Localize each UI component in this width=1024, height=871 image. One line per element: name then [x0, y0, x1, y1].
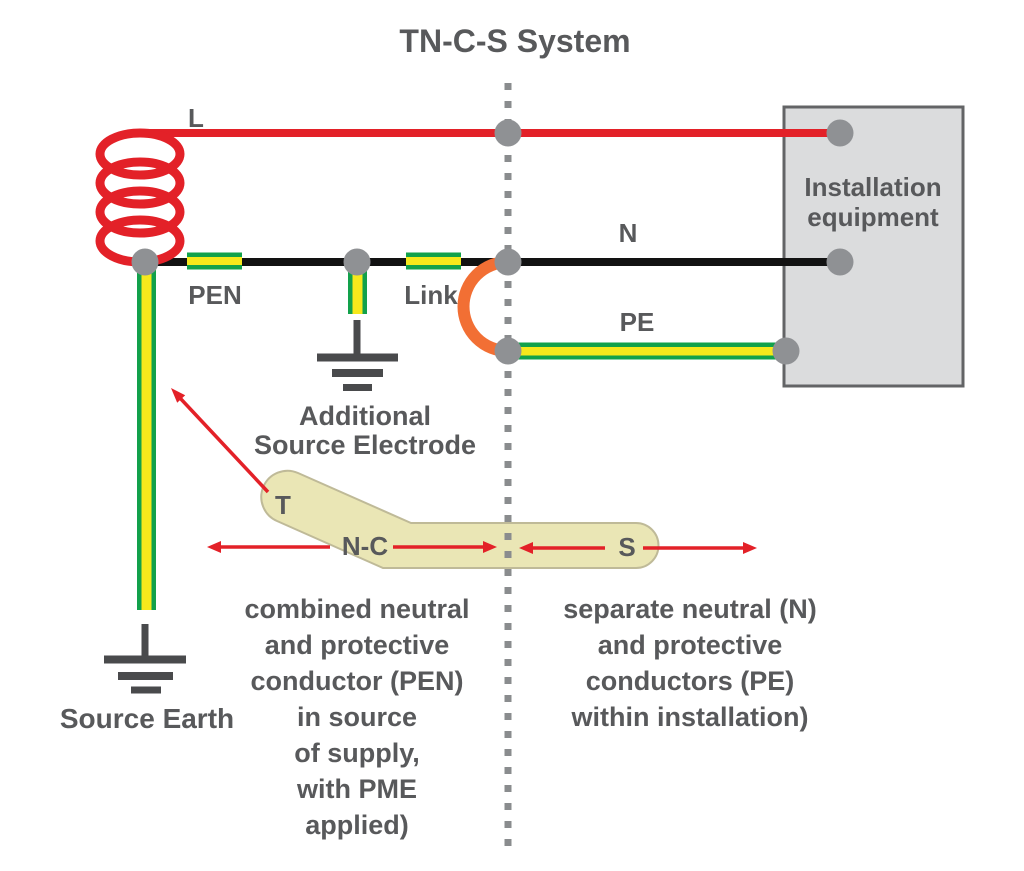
- s-range-arrow-right: [643, 542, 757, 554]
- s-note-line: separate neutral (N): [563, 594, 817, 624]
- additional-electrode-line1: Additional: [299, 401, 431, 431]
- n-pe-link-loop: [457, 256, 509, 357]
- source-earth-conductor: [137, 258, 156, 610]
- nc-range-arrow-left: [207, 541, 330, 553]
- nc-range-arrow-right: [393, 541, 497, 553]
- installation-equipment-line1: Installation: [804, 172, 942, 202]
- l-conductor-label: L: [188, 103, 204, 133]
- node-pe-equipment: [772, 337, 800, 365]
- s-region-label: S: [618, 532, 636, 562]
- node-l-boundary: [494, 119, 522, 147]
- s-note-line: conductors (PE): [585, 666, 795, 696]
- link-label: Link: [404, 280, 458, 310]
- installation-equipment-line2: equipment: [807, 202, 939, 232]
- source-earth-ground-icon: [104, 624, 186, 694]
- nc-note-text: combined neutral and protective conducto…: [244, 591, 469, 843]
- earthing-type-highlight-band: [260, 469, 660, 569]
- s-range-arrow-left: [519, 542, 605, 554]
- source-earth-label: Source Earth: [59, 703, 235, 734]
- node-coil-pen: [131, 248, 159, 276]
- nc-note-line: applied): [305, 810, 409, 840]
- nc-note-line: with PME: [297, 774, 417, 804]
- pen-marker-segment: [187, 252, 242, 270]
- electrode-stub-conductor: [348, 262, 367, 314]
- transformer-winding-coil: [95, 128, 185, 267]
- pen-label: PEN: [188, 280, 242, 310]
- diagram-title: TN-C-S System: [399, 23, 631, 59]
- additional-electrode-ground-icon: [317, 320, 398, 391]
- connection-nodes: [131, 119, 854, 365]
- link-marker-segment: [406, 252, 461, 270]
- node-pe-start: [494, 337, 522, 365]
- nc-note-line: of supply,: [294, 738, 420, 768]
- nc-note-line: conductor (PEN): [250, 666, 464, 696]
- node-electrode-tap: [343, 248, 371, 276]
- s-note-line: and protective: [597, 630, 783, 660]
- pe-conductor-label: PE: [619, 307, 655, 337]
- n-conductor-label: N: [618, 218, 638, 248]
- node-l-equipment: [826, 119, 854, 147]
- installation-equipment-box: [782, 105, 965, 388]
- additional-electrode-line2: Source Electrode: [253, 430, 477, 460]
- additional-electrode-label: Additional Source Electrode: [254, 402, 476, 460]
- node-n-equipment: [826, 248, 854, 276]
- installation-equipment-label: Installation equipment: [804, 172, 941, 232]
- s-note-text: separate neutral (N) and protective cond…: [563, 591, 817, 735]
- pe-conductor: [508, 342, 786, 360]
- nc-note-line: combined neutral: [244, 594, 470, 624]
- s-note-line: within installation): [571, 702, 809, 732]
- nc-note-line: and protective: [264, 630, 450, 660]
- nc-note-line: in source: [296, 702, 418, 732]
- nc-region-label: N-C: [341, 531, 389, 561]
- t-region-label: T: [275, 490, 291, 520]
- pen-pointer-arrow: [171, 388, 270, 494]
- node-n-boundary: [494, 248, 522, 276]
